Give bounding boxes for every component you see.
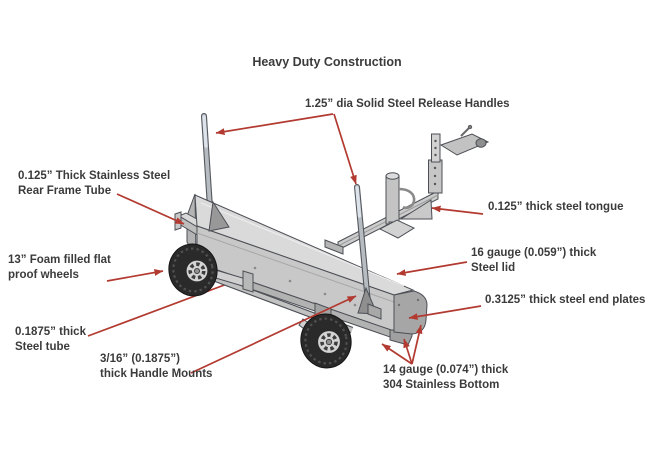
wheel-front — [300, 313, 352, 369]
leader-handle-rear — [215, 113, 334, 135]
label-line: Rear Frame Tube — [18, 185, 112, 197]
label-line: 3/16” (0.1875”) — [100, 353, 180, 365]
coupler-post — [428, 133, 443, 194]
gusset-plate — [399, 199, 433, 220]
leader-lid — [396, 261, 468, 276]
label-line: Steel tube — [15, 341, 70, 353]
label-line: 0.3125” thick steel end plates — [485, 294, 646, 306]
label-line: 1.25” dia Solid Steel Release Handles — [305, 98, 510, 110]
leader-bottom-3 — [411, 324, 423, 365]
tongue-bracket — [324, 239, 344, 255]
tongue-assembly — [324, 124, 490, 255]
label-steel-tube: 0.1875” thick Steel tube — [15, 325, 86, 355]
label-line: 0.1875” thick — [15, 326, 86, 338]
label-line: thick Handle Mounts — [100, 368, 213, 380]
label-line: 16 gauge (0.059”) thick — [471, 247, 597, 259]
label-foam-wheels: 13” Foam filled flat proof wheels — [8, 253, 111, 283]
leader-bottom-1 — [381, 343, 413, 365]
diagram-title: Heavy Duty Construction — [252, 55, 402, 69]
handle-mount-rear — [208, 200, 230, 232]
label-line: 0.125” Thick Stainless Steel — [18, 170, 171, 182]
leader-rear-frame-tube — [116, 193, 185, 225]
jack-stand — [378, 172, 416, 239]
label-end-plates: 0.3125” thick steel end plates — [485, 293, 645, 308]
label-line: Steel lid — [471, 262, 516, 274]
label-handle-mounts: 3/16” (0.1875”) thick Handle Mounts — [100, 352, 212, 382]
label-line: 14 gauge (0.074”) thick — [383, 364, 509, 376]
leader-steel-tube — [87, 277, 244, 337]
label-release-handles: 1.25” dia Solid Steel Release Handles — [305, 97, 510, 112]
label-steel-tongue: 0.125” thick steel tongue — [488, 200, 624, 215]
label-line: 13” Foam filled flat — [8, 254, 111, 266]
label-steel-lid: 16 gauge (0.059”) thick Steel lid — [471, 246, 596, 276]
label-rear-frame-tube: 0.125” Thick Stainless Steel Rear Frame … — [18, 169, 170, 199]
jack-foot-plate — [378, 219, 416, 239]
leader-handle-mounts — [190, 295, 357, 374]
leader-tongue — [431, 205, 484, 215]
end-plate — [393, 290, 428, 335]
label-line: 0.125” thick steel tongue — [488, 201, 624, 213]
leader-end-plates — [408, 305, 482, 320]
wheel-rear — [168, 243, 218, 297]
label-line: 304 Stainless Bottom — [383, 379, 500, 391]
hitch-coupler — [439, 124, 490, 156]
leader-lines — [106, 113, 484, 374]
jack-crank-handle — [398, 187, 416, 210]
label-stainless-bottom: 14 gauge (0.074”) thick 304 Stainless Bo… — [383, 363, 508, 393]
leader-handle-front — [333, 113, 357, 185]
leader-wheels — [106, 269, 164, 282]
release-handle-rod-front — [354, 184, 371, 306]
leader-bottom-2 — [403, 338, 413, 365]
label-line: proof wheels — [8, 269, 79, 281]
